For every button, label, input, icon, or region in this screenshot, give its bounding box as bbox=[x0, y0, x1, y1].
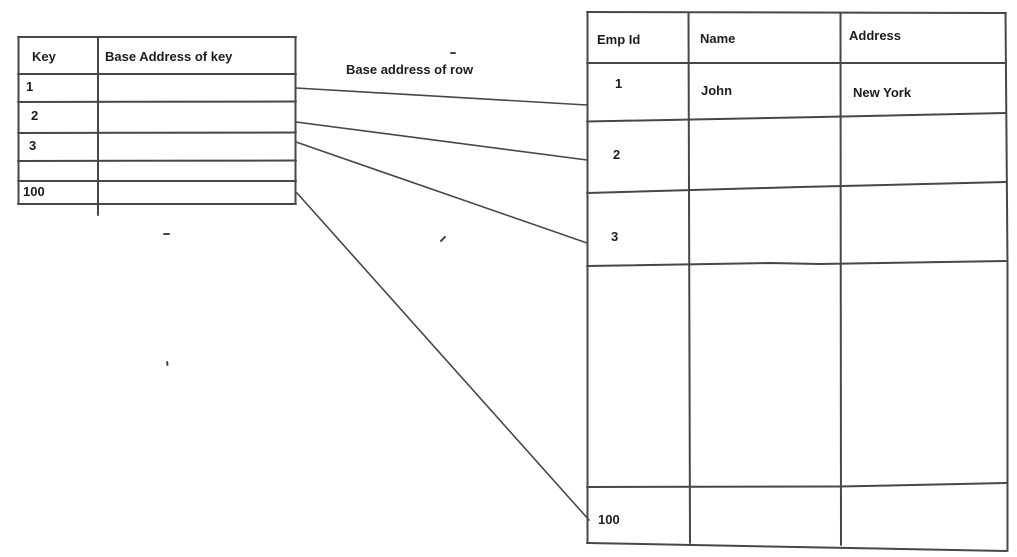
emp-table-header-address: Address bbox=[849, 28, 902, 43]
emp-table-column1-divider bbox=[687, 12, 691, 544]
connector-key100-to-row100 bbox=[296, 192, 590, 521]
connector-key1-to-row1 bbox=[295, 87, 588, 106]
key-table-row3-divider bbox=[17, 159, 297, 162]
key-table-header-base-address: Base Address of key bbox=[105, 49, 233, 64]
emp-table-header-emp-id: Emp Id bbox=[597, 32, 641, 47]
key-table-cell-key-100: 100 bbox=[23, 184, 45, 199]
key-table-header-key: Key bbox=[32, 49, 56, 64]
key-table-grid bbox=[17, 36, 297, 216]
emp-table-bottom-border bbox=[586, 542, 1007, 552]
emp-table-row4-divider bbox=[586, 482, 1007, 488]
emp-table-grid bbox=[586, 11, 1009, 552]
connector-lines bbox=[295, 87, 590, 521]
emp-table-cell-empid-100: 100 bbox=[598, 512, 620, 527]
key-table-cell-key-2: 2 bbox=[31, 108, 39, 123]
connector-label: Base address of row bbox=[346, 62, 474, 77]
key-table-row1-divider bbox=[17, 100, 297, 103]
emp-table-cell-empid-1: 1 bbox=[615, 76, 623, 91]
emp-table-cell-empid-3: 3 bbox=[611, 229, 619, 244]
emp-table-row1-divider bbox=[586, 112, 1007, 123]
emp-table-row2-divider bbox=[586, 181, 1007, 194]
emp-table-cell-address-1: New York bbox=[853, 85, 912, 100]
key-table-row2-divider bbox=[17, 131, 297, 134]
key-table-cell-key-3: 3 bbox=[29, 138, 37, 153]
emp-table-column2-divider bbox=[839, 12, 842, 546]
key-table-cell-key-1: 1 bbox=[26, 79, 34, 94]
emp-table-right-border bbox=[1004, 12, 1009, 552]
connector-key2-to-row2 bbox=[295, 121, 588, 161]
emp-table-header-name: Name bbox=[700, 31, 736, 46]
emp-table-cell-empid-2: 2 bbox=[613, 147, 621, 162]
stray-marks bbox=[163, 52, 456, 366]
emp-table-cell-name-1: John bbox=[701, 83, 733, 98]
emp-table-row3-divider bbox=[586, 260, 1007, 267]
connector-key3-to-row3 bbox=[295, 141, 588, 244]
stray-mark-3 bbox=[166, 361, 169, 366]
emp-table-top-border bbox=[586, 11, 1007, 14]
stray-mark-4 bbox=[440, 236, 446, 242]
